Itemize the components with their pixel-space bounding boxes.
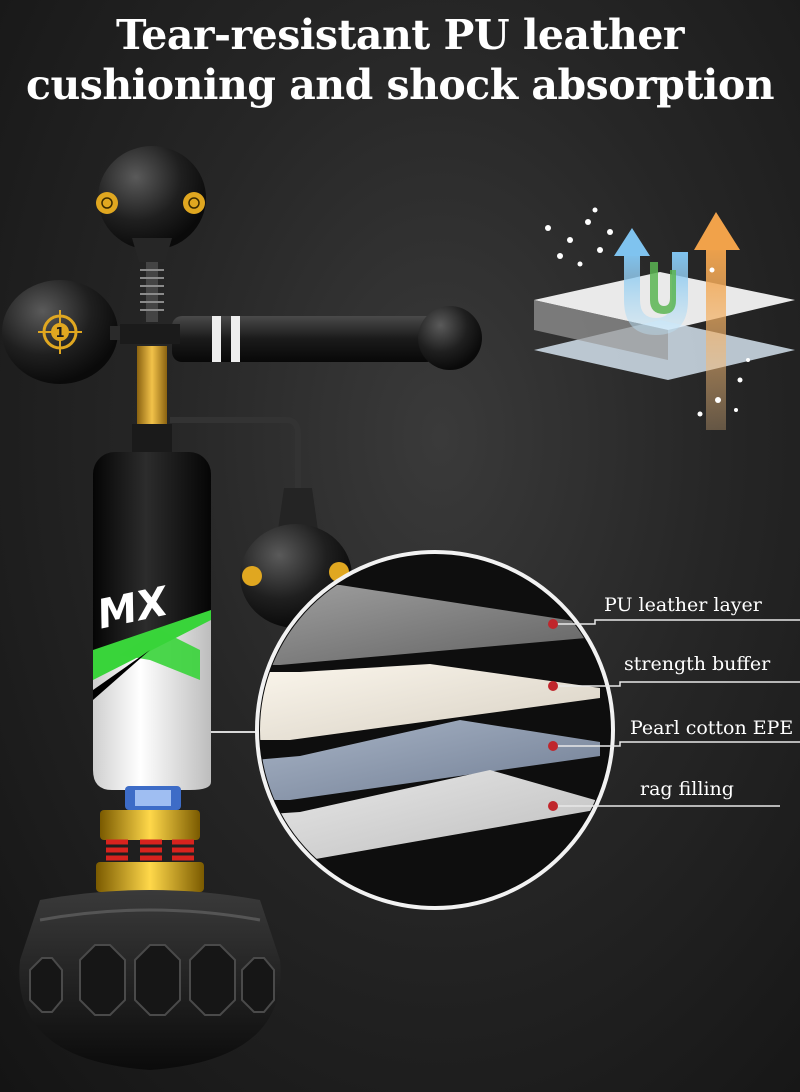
spring-assembly: [96, 810, 204, 892]
layer-rag-filling: [260, 770, 595, 860]
layer-pearl-cotton: [260, 720, 600, 800]
label-rag-filling: rag filling: [640, 778, 734, 800]
headline: Tear-resistant PU leather cushioning and…: [0, 10, 800, 110]
headline-line-2: cushioning and shock absorption: [25, 61, 775, 109]
headline-line-1: Tear-resistant PU leather: [115, 11, 685, 59]
punching-bag: MX: [93, 452, 211, 790]
weighted-base: [19, 890, 281, 1070]
top-speed-ball: [96, 146, 206, 262]
reflex-bag-stand: 1 MX: [2, 146, 482, 1070]
horizontal-arm: [120, 306, 482, 370]
label-pearl-cotton: Pearl cotton EPE: [630, 717, 794, 739]
label-pu-leather-layer: PU leather layer: [604, 594, 762, 616]
marker-pearl-cotton: [548, 741, 558, 751]
gold-pole: [137, 346, 167, 424]
marker-pu-leather: [548, 619, 558, 629]
layer-cross-section: [211, 550, 800, 910]
side-wire: [170, 417, 301, 488]
breathable-layers-icon: [534, 207, 795, 430]
target-number: 1: [55, 326, 64, 341]
layer-pu-leather: [260, 585, 610, 665]
layer-strength-buffer: [260, 664, 600, 740]
upper-spring: [140, 262, 164, 322]
label-strength-buffer: strength buffer: [624, 653, 771, 675]
marker-rag-filling: [548, 801, 558, 811]
marker-strength-buffer: [548, 681, 558, 691]
